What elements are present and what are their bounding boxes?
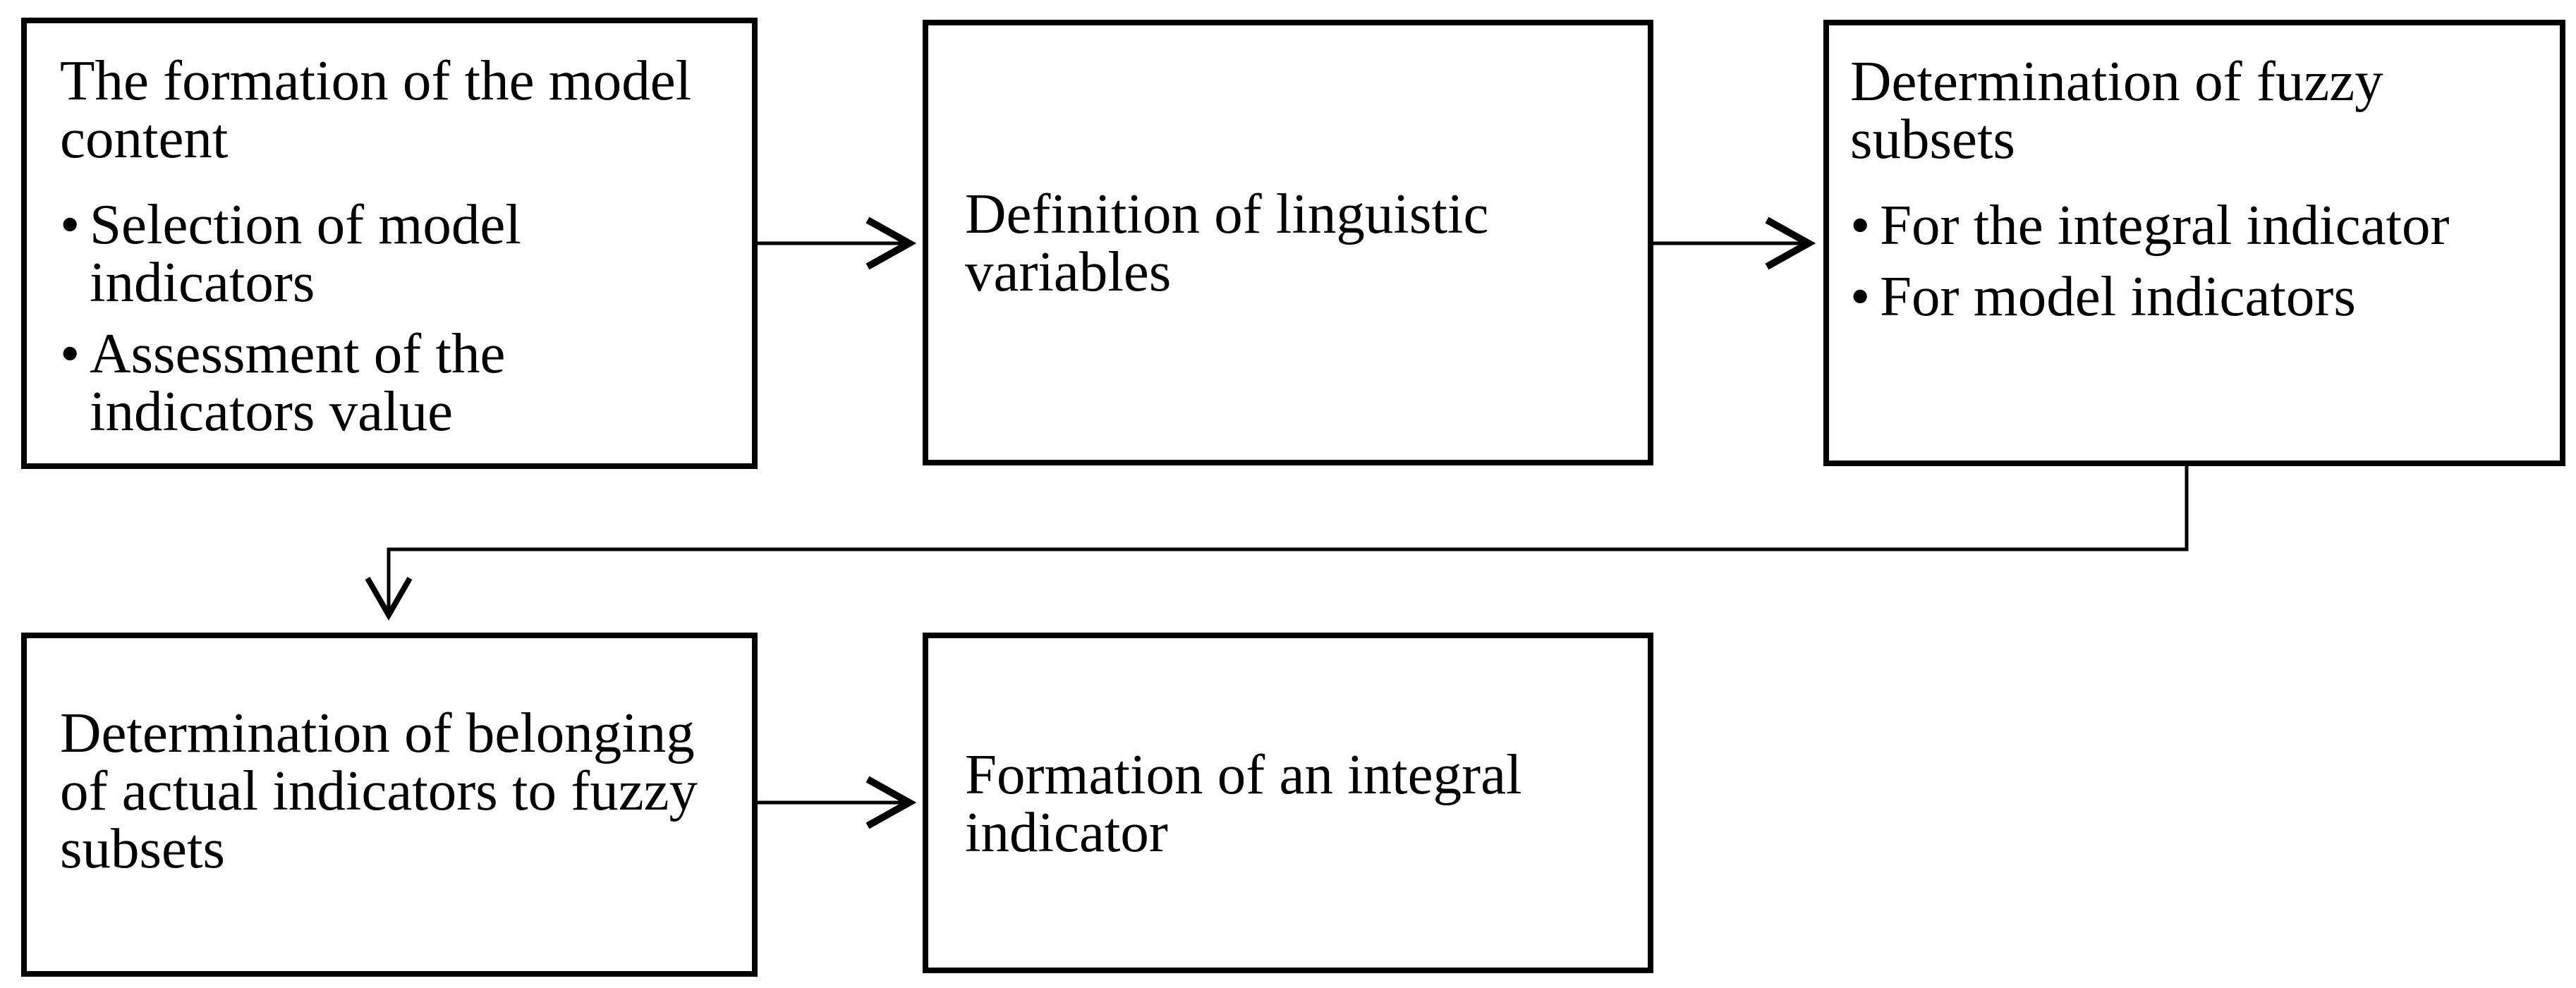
box-label: Determination of belonging of actual ind… <box>60 704 745 877</box>
title-line: The formation of the model <box>60 49 692 112</box>
edge-box3-box4-elbow <box>387 466 2189 614</box>
bullet-icon: • <box>1850 264 1871 328</box>
flow-box-determination-of-fuzzy-subsets: Determination of fuzzy subsets • For the… <box>1823 20 2565 466</box>
label-line: indicator <box>965 800 1168 864</box>
bullet-text-line: Assessment of the <box>90 322 506 385</box>
bullet-icon: • <box>1850 193 1871 257</box>
bullet-text: For the integral indicator <box>1880 196 2450 254</box>
arrow-right-icon <box>1765 216 1816 270</box>
list-item: • Selection of model indicators <box>60 195 743 311</box>
box-label: Definition of linguistic variables <box>965 185 1639 300</box>
list-item: • For the integral indicator <box>1850 196 2553 254</box>
title-line: content <box>60 106 229 170</box>
arrow-down-icon <box>365 577 413 621</box>
list-item: • For model indicators <box>1850 267 2553 325</box>
title-line: subsets <box>1850 107 2016 171</box>
box-title: Determination of fuzzy subsets <box>1850 52 2553 168</box>
bullet-text: For model indicators <box>1880 267 2356 325</box>
label-line: Definition of linguistic <box>965 182 1489 245</box>
bullet-text-line: Selection of model <box>90 193 521 256</box>
label-line: Formation of an integral <box>965 742 1522 806</box>
flow-box-definition-of-linguistic-variables: Definition of linguistic variables <box>923 20 1653 465</box>
flow-box-formation-of-model-content: The formation of the model content • Sel… <box>21 18 758 469</box>
bullet-text-line: indicators value <box>90 379 454 443</box>
bullet-text-line: For model indicators <box>1880 264 2356 328</box>
edge-box4-box5 <box>758 776 917 829</box>
arrow-right-icon <box>865 776 917 829</box>
edge-box1-box2 <box>758 216 917 270</box>
flow-box-formation-of-integral-indicator: Formation of an integral indicator <box>923 633 1653 973</box>
title-line: Determination of fuzzy <box>1850 49 2383 113</box>
bullet-text: Assessment of the indicators value <box>90 324 505 440</box>
arrow-right-icon <box>865 216 917 270</box>
label-line: Determination of belonging <box>60 701 695 764</box>
label-line: variables <box>965 240 1172 303</box>
box-label: Formation of an integral indicator <box>965 745 1639 861</box>
label-line: of actual indicators to fuzzy <box>60 759 698 822</box>
bullet-icon: • <box>60 193 80 256</box>
bullet-icon: • <box>60 322 80 385</box>
bullet-list: • Selection of model indicators • Assess… <box>60 195 743 440</box>
label-line: subsets <box>60 817 226 880</box>
list-item: • Assessment of the indicators value <box>60 324 743 440</box>
box-title: The formation of the model content <box>60 51 743 167</box>
bullet-text-line: indicators <box>90 250 315 314</box>
edge-box2-box3 <box>1653 216 1816 270</box>
bullet-list: • For the integral indicator • For model… <box>1850 196 2553 325</box>
bullet-text: Selection of model indicators <box>90 195 521 311</box>
flow-box-belonging-of-actual-indicators: Determination of belonging of actual ind… <box>21 633 758 977</box>
edge-box3-box4 <box>365 466 2189 621</box>
bullet-text-line: For the integral indicator <box>1880 193 2450 257</box>
